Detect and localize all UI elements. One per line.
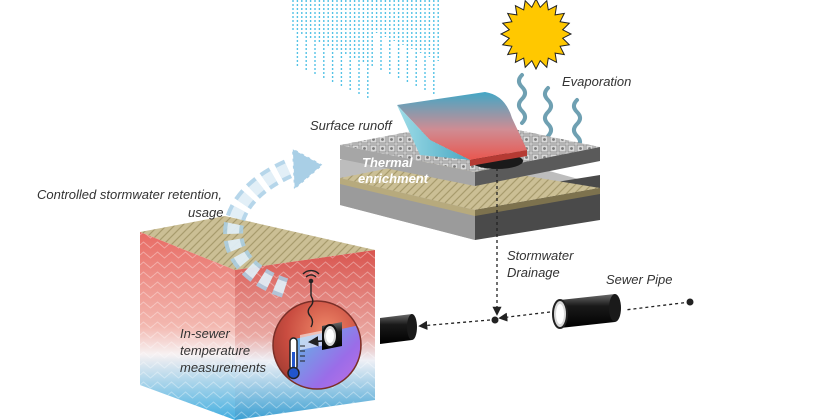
label-insewer-line1: In-sewer <box>180 326 231 341</box>
sun-icon <box>499 0 573 71</box>
retention-curved-arrow <box>223 146 325 298</box>
evaporation-waves-icon <box>517 73 582 150</box>
junction-node <box>491 316 499 324</box>
sewer-pipe-icon <box>552 294 621 329</box>
label-stormwater: Stormwater <box>507 248 574 263</box>
sewer-line-mid <box>498 311 551 322</box>
thermometer-icon <box>287 337 305 380</box>
surface-runoff-wedge <box>397 92 527 166</box>
label-retention-line2: usage <box>188 205 223 220</box>
label-drainage: Drainage <box>507 265 560 280</box>
flow-arrow-icon <box>307 336 323 347</box>
outlet-pipe-icon <box>380 314 417 344</box>
measurement-lens <box>272 300 362 390</box>
rain-icon <box>292 0 439 99</box>
label-evaporation: Evaporation <box>562 74 631 89</box>
sewer-line-left <box>418 319 491 330</box>
label-surface-runoff: Surface runoff <box>310 118 393 133</box>
label-sewer-pipe: Sewer Pipe <box>606 272 672 287</box>
label-enrichment: enrichment <box>358 171 429 186</box>
label-insewer-line2: temperature <box>180 343 250 358</box>
label-thermal: Thermal <box>362 155 413 170</box>
label-retention-line1: Controlled stormwater retention, <box>37 187 222 202</box>
label-insewer-line3: measurements <box>180 360 266 375</box>
sewer-line-right <box>624 301 691 311</box>
antenna-icon <box>302 269 320 328</box>
lens-pipe-icon <box>322 322 342 350</box>
